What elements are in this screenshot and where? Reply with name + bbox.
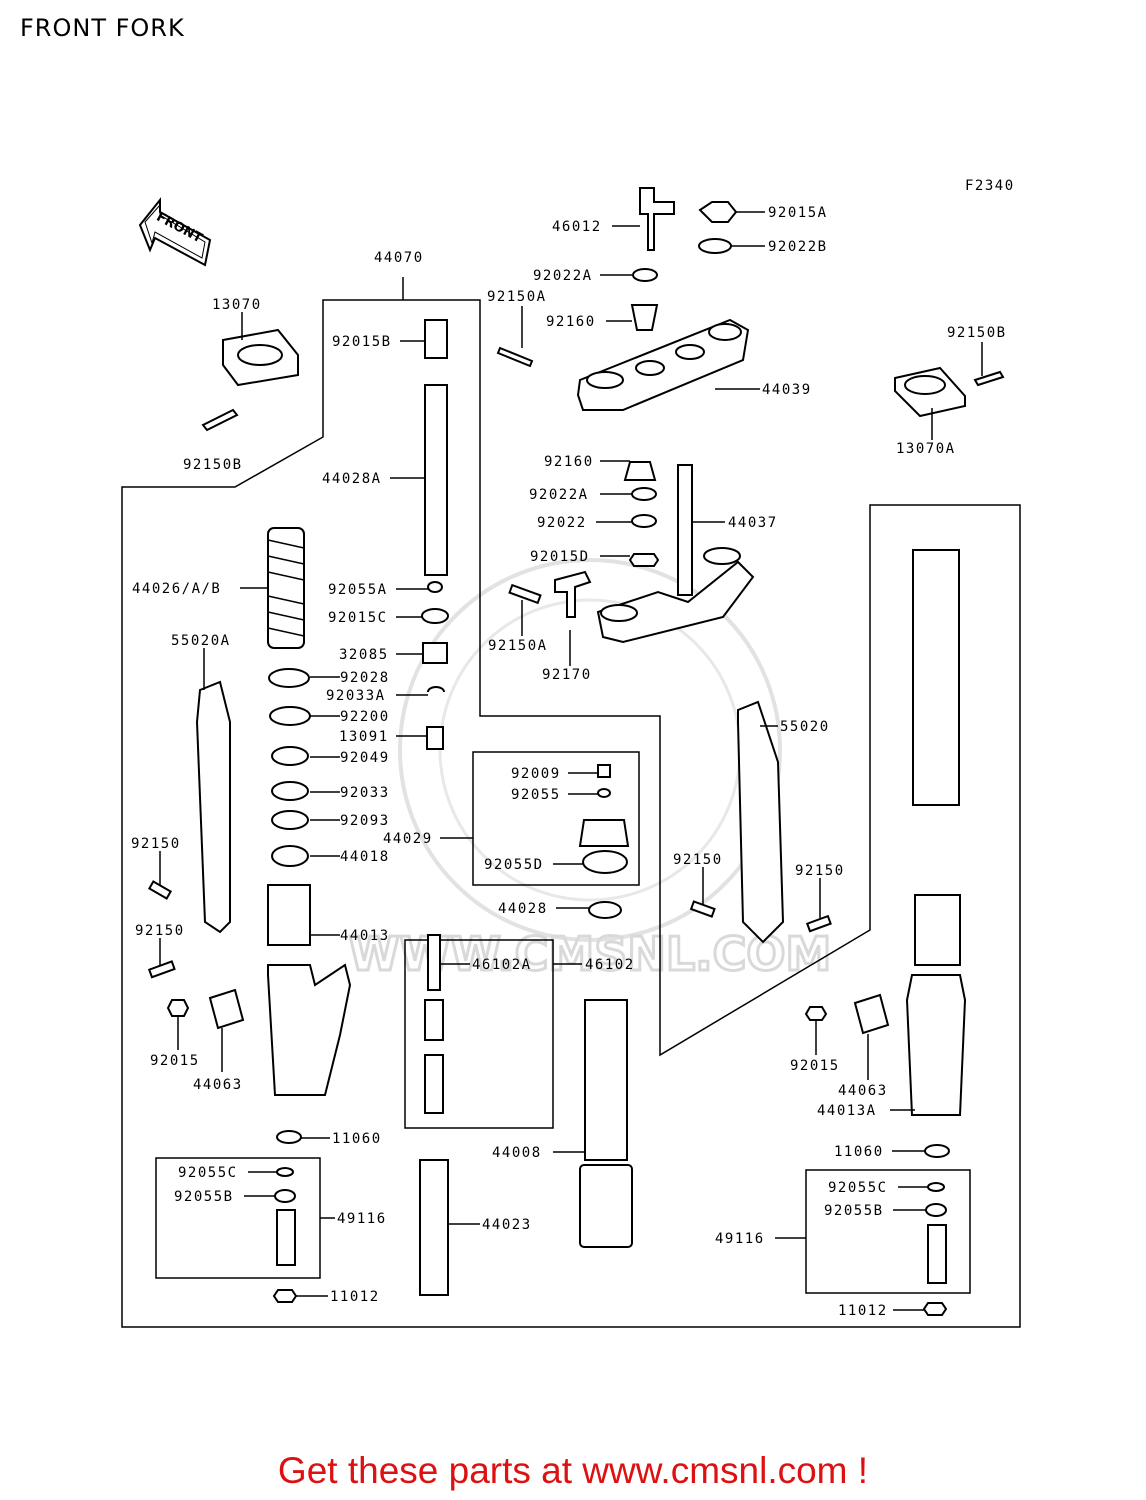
leader-lines: [159, 211, 983, 1311]
label-92009: 92009: [511, 766, 561, 782]
label-44063-right: 44063: [838, 1083, 888, 1099]
label-92150-mid-left: 92150: [673, 852, 723, 868]
label-92055b-left: 92055B: [174, 1189, 234, 1205]
label-44029: 44029: [383, 831, 433, 847]
label-46102a: 46102A: [472, 957, 532, 973]
label-44028: 44028: [498, 901, 548, 917]
label-44013: 44013: [340, 928, 390, 944]
label-11012-right: 11012: [838, 1303, 888, 1319]
label-44070: 44070: [374, 250, 424, 266]
label-13070a: 13070A: [896, 441, 956, 457]
label-92150-lower-left: 92150: [135, 923, 185, 939]
group-box-44029: [472, 751, 640, 886]
label-44023: 44023: [482, 1217, 532, 1233]
label-44026: 44026/A/B: [132, 581, 221, 597]
label-92049: 92049: [340, 750, 390, 766]
label-13070: 13070: [212, 297, 262, 313]
label-92033a: 92033A: [326, 688, 386, 704]
label-44037: 44037: [728, 515, 778, 531]
label-92055b-right: 92055B: [824, 1203, 884, 1219]
footer-link-text[interactable]: Get these parts at www.cmsnl.com !: [277, 1450, 869, 1491]
label-11012-left: 11012: [330, 1289, 380, 1305]
label-44008: 44008: [492, 1145, 542, 1161]
label-92150a: 92150A: [487, 289, 547, 305]
label-92150-upper-left: 92150: [131, 836, 181, 852]
label-92150b-right: 92150B: [947, 325, 1007, 341]
label-92055: 92055: [511, 787, 561, 803]
label-92015-right: 92015: [790, 1058, 840, 1074]
label-49116-right: 49116: [715, 1231, 765, 1247]
label-92015c: 92015C: [328, 610, 388, 626]
front-direction-arrow: FRONT: [138, 197, 212, 267]
label-46102: 46102: [585, 957, 635, 973]
label-92160-lower: 92160: [544, 454, 594, 470]
label-92170: 92170: [542, 667, 592, 683]
label-44013a: 44013A: [817, 1103, 877, 1119]
label-92055a: 92055A: [328, 582, 388, 598]
label-92022a: 92022A: [533, 268, 593, 284]
label-92015a: 92015A: [768, 205, 828, 221]
label-55020: 55020: [780, 719, 830, 735]
label-44063-left: 44063: [193, 1077, 243, 1093]
group-box-46102: [404, 939, 554, 1129]
label-49116-left: 49116: [337, 1211, 387, 1227]
label-92055c-left: 92055C: [178, 1165, 238, 1181]
label-44018: 44018: [340, 849, 390, 865]
label-92015-left: 92015: [150, 1053, 200, 1069]
label-44028a: 44028A: [322, 471, 382, 487]
label-92028: 92028: [340, 670, 390, 686]
label-92015d: 92015D: [530, 549, 590, 565]
label-92022b: 92022B: [768, 239, 828, 255]
exploded-parts-diagram: WWW.CMSNL.COM F2340 FRONT: [121, 178, 1021, 1328]
label-92150-mid-right: 92150: [795, 863, 845, 879]
group-outlines: [121, 277, 1021, 1328]
label-11060-left: 11060: [332, 1131, 382, 1147]
label-92022a-lower: 92022A: [529, 487, 589, 503]
label-55020a: 55020A: [171, 633, 231, 649]
label-92033: 92033: [340, 785, 390, 801]
label-92093: 92093: [340, 813, 390, 829]
label-92055c-right: 92055C: [828, 1180, 888, 1196]
page-title: FRONT FORK: [20, 14, 185, 42]
label-11060-right: 11060: [834, 1144, 884, 1160]
part-labels: 46012 92015A 92022B 44070 92022A 92150A …: [131, 205, 1007, 1319]
label-92150b-left: 92150B: [183, 457, 243, 473]
label-92015b: 92015B: [332, 334, 392, 350]
figure-code: F2340: [965, 178, 1015, 194]
label-92200: 92200: [340, 709, 390, 725]
label-46012: 46012: [552, 219, 602, 235]
label-32085: 32085: [339, 647, 389, 663]
part-drawings: [147, 187, 1005, 1316]
label-92150a-lower: 92150A: [488, 638, 548, 654]
label-44039: 44039: [762, 382, 812, 398]
label-13091: 13091: [339, 729, 389, 745]
label-92160: 92160: [546, 314, 596, 330]
label-92055d: 92055D: [484, 857, 544, 873]
label-92022: 92022: [537, 515, 587, 531]
group-box-49116-right: [805, 1169, 971, 1294]
